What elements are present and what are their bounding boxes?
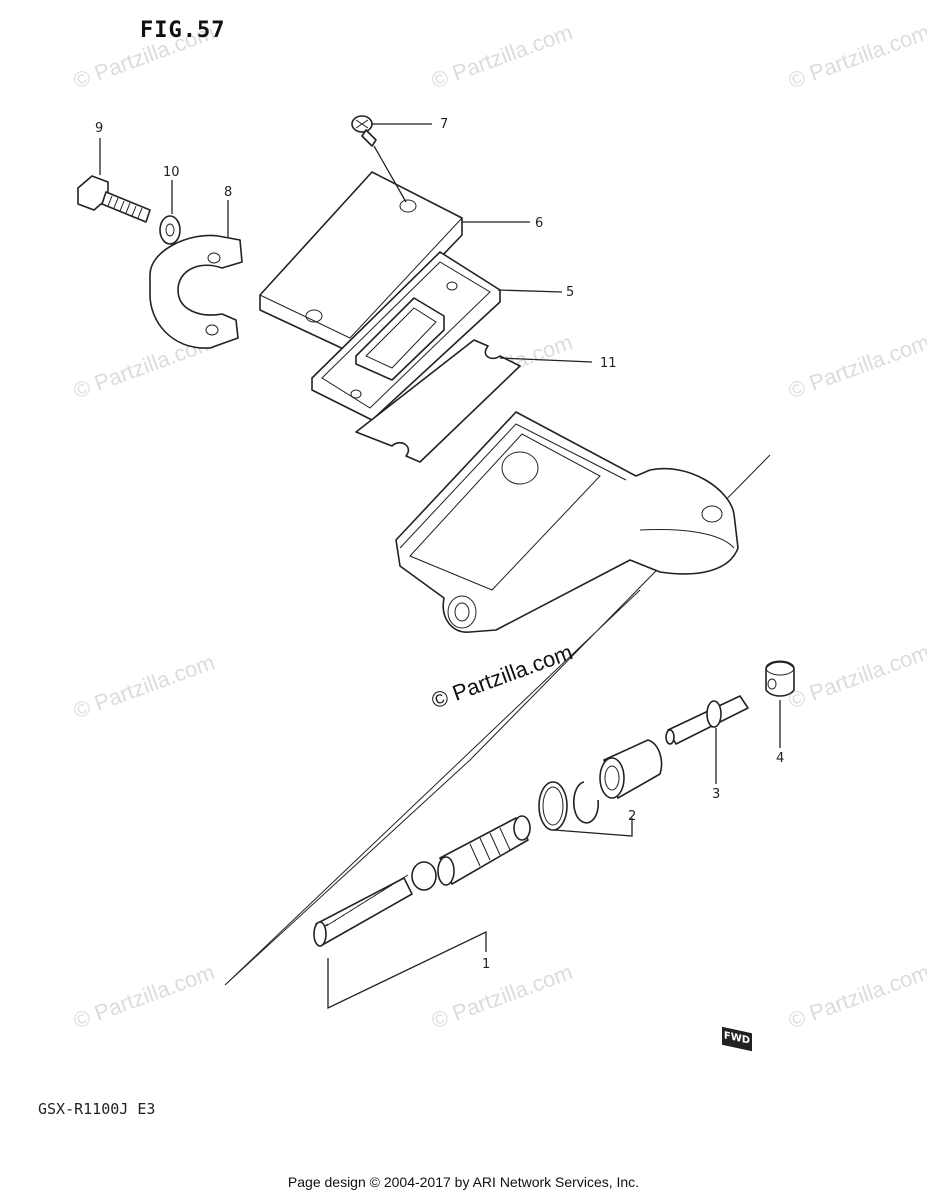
master-cylinder-body (395, 411, 739, 633)
part-8-clamp (149, 234, 243, 349)
callout-8: 8 (224, 185, 232, 200)
part-6-reservoir-cover (259, 171, 463, 353)
callout-1: 1 (482, 957, 490, 972)
part-5-diaphragm-plate (311, 251, 501, 421)
callout-3: 3 (712, 787, 720, 802)
part-10-washer (159, 215, 181, 245)
leader-1 (327, 930, 487, 1010)
part-3-push-rod (665, 695, 749, 745)
leader-7b (373, 145, 407, 203)
page-footer: Page design © 2004-2017 by ARI Network S… (287, 1174, 640, 1190)
callout-10: 10 (163, 165, 180, 180)
callout-5: 5 (566, 285, 574, 300)
part-7-screw (351, 115, 377, 147)
leader-5 (497, 289, 563, 293)
part-4-nut (765, 660, 795, 697)
model-code: GSX-R1100J E3 (38, 1100, 156, 1118)
part-11-gasket (355, 339, 521, 463)
callout-6: 6 (535, 216, 543, 231)
part-2-seal-circlip (538, 739, 663, 831)
callout-2: 2 (628, 809, 636, 824)
callout-7: 7 (440, 117, 448, 132)
callout-4: 4 (776, 751, 784, 766)
callout-9: 9 (95, 121, 103, 136)
figure-title: FIG.57 (140, 18, 226, 43)
leader-11 (499, 357, 593, 363)
assembly-guide-line (224, 454, 771, 986)
leader-2 (553, 818, 633, 837)
callout-11: 11 (600, 356, 617, 371)
part-9-bolt (77, 175, 151, 223)
part-1-piston-set (313, 815, 531, 947)
